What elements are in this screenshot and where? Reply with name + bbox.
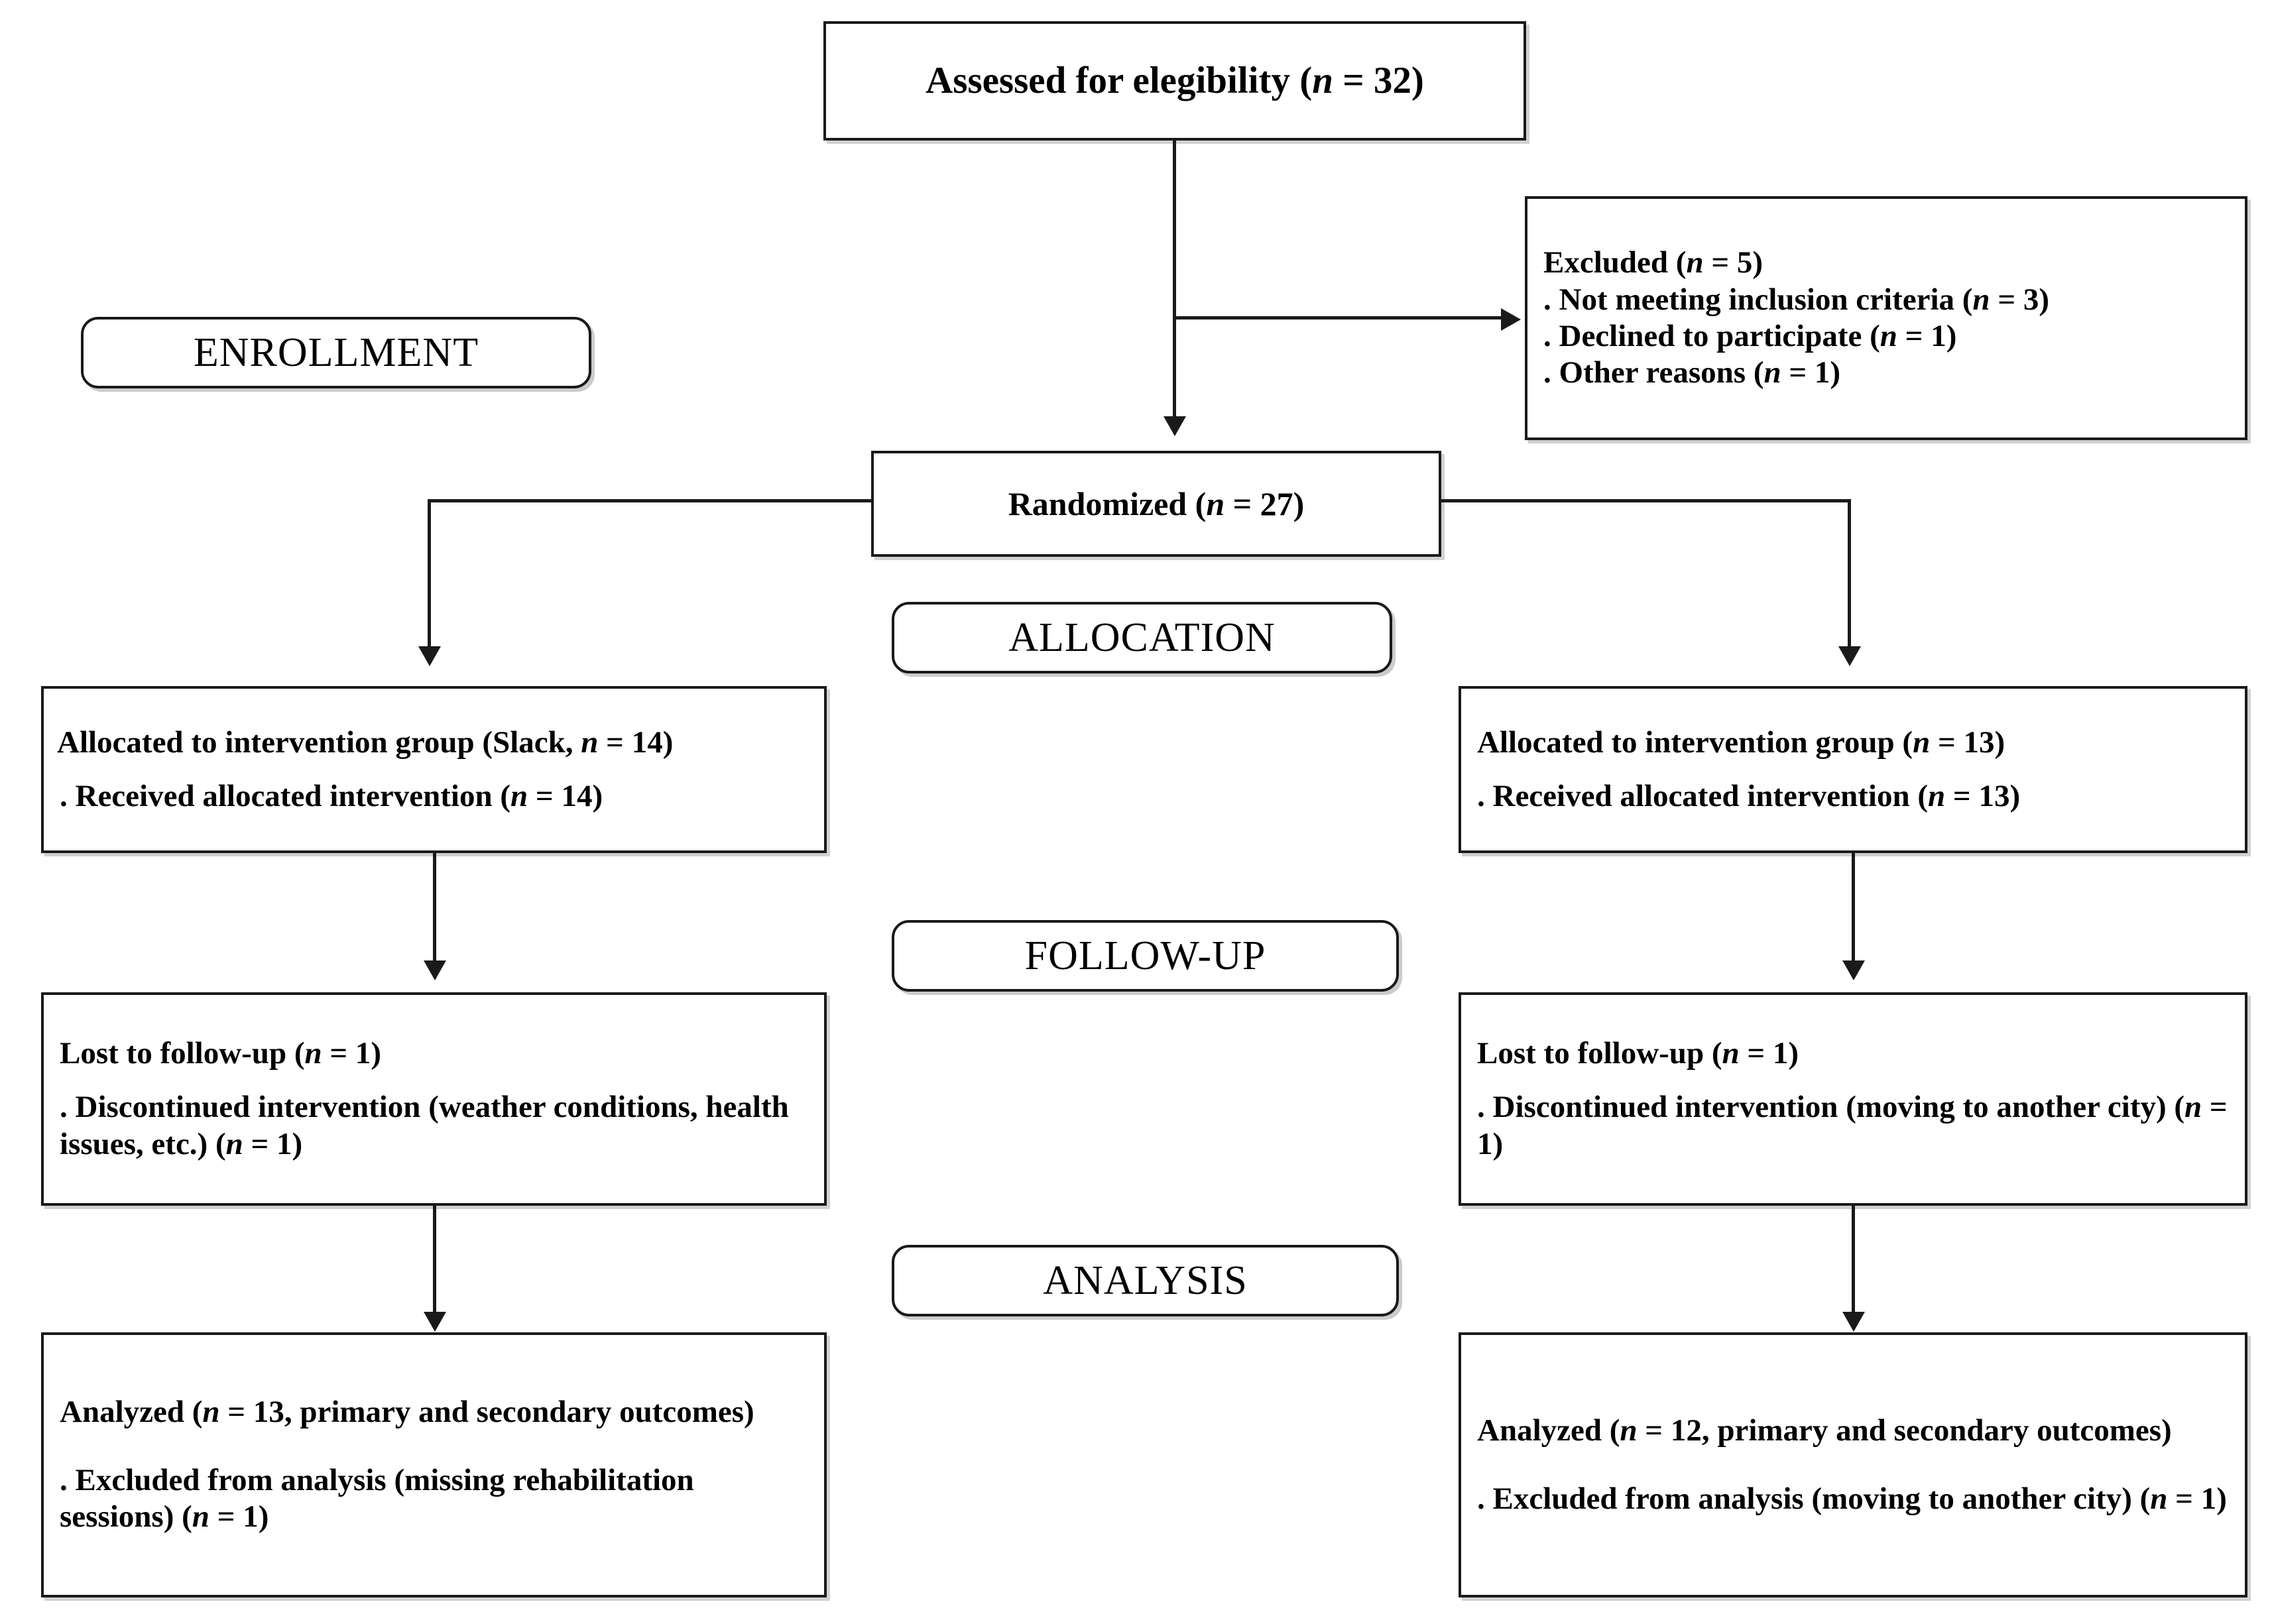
node-analyzed-left: Analyzed (n = 13, primary and secondary … (41, 1332, 827, 1597)
analysis-left-line-0: Analyzed (n = 13, primary and secondary … (60, 1395, 754, 1430)
connector-followup-to-analysis-left (433, 1206, 436, 1318)
stage-label-allocation: ALLOCATION (892, 602, 1392, 673)
alloc-right-line-0: Allocated to intervention group (n = 13) (1477, 725, 2005, 760)
excluded-line-1: . Not meeting inclusion criteria (n = 3) (1543, 282, 2049, 317)
followup-right-line-0: Lost to follow-up (n = 1) (1477, 1035, 1799, 1071)
excluded-line-0: Excluded (n = 5) (1543, 245, 1763, 280)
alloc-right-line-2: . Received allocated intervention (n = 1… (1477, 778, 2021, 813)
stage-label-followup: FOLLOW-UP (892, 920, 1399, 992)
arrowhead-assessed-to-excluded (1501, 308, 1521, 331)
node-lost-followup-left: Lost to follow-up (n = 1) . Discontinued… (41, 992, 827, 1206)
analysis-right-line-2: . Excluded from analysis (moving to anot… (1477, 1481, 2227, 1516)
arrowhead-assessed-to-randomized (1164, 416, 1186, 436)
arrowhead-alloc-to-followup-right (1842, 960, 1865, 980)
alloc-left-line-2: . Received allocated intervention (n = 1… (60, 778, 603, 813)
node-analyzed-right: Analyzed (n = 12, primary and secondary … (1459, 1332, 2247, 1597)
node-randomized: Randomized (n = 27) (871, 451, 1441, 557)
connector-alloc-to-followup-left (433, 853, 436, 967)
alloc-left-line-0: Allocated to intervention group (Slack, … (57, 725, 674, 760)
node-excluded: Excluded (n = 5) . Not meeting inclusion… (1525, 196, 2247, 440)
connector-randomized-left-vertical (428, 499, 431, 653)
connector-randomized-right-vertical (1848, 499, 1851, 653)
connector-randomized-right-horizontal (1439, 499, 1851, 502)
connector-followup-to-analysis-right (1852, 1206, 1855, 1318)
followup-label-text: FOLLOW-UP (1024, 933, 1266, 978)
node-allocated-left: Allocated to intervention group (Slack, … (41, 686, 827, 853)
connector-randomized-left-horizontal (428, 499, 873, 502)
followup-left-line-0: Lost to follow-up (n = 1) (60, 1035, 382, 1071)
connector-alloc-to-followup-right (1852, 853, 1855, 967)
followup-left-line-2: . Discontinued intervention (weather con… (60, 1090, 789, 1161)
arrowhead-randomized-to-alloc-left (418, 646, 441, 666)
stage-label-enrollment: ENROLLMENT (81, 317, 591, 388)
node-lost-followup-right: Lost to follow-up (n = 1) . Discontinued… (1459, 992, 2247, 1206)
node-allocated-right: Allocated to intervention group (n = 13)… (1459, 686, 2247, 853)
excluded-line-2: . Declined to participate (n = 1) (1543, 319, 1957, 353)
arrowhead-followup-to-analysis-left (424, 1312, 446, 1332)
connector-assessed-to-randomized (1173, 141, 1176, 426)
analysis-label-text: ANALYSIS (1043, 1257, 1248, 1303)
stage-label-analysis: ANALYSIS (892, 1245, 1399, 1316)
assessed-line-0: Assessed for elegibility (n = 32) (926, 60, 1424, 102)
arrowhead-alloc-to-followup-left (424, 960, 446, 980)
enrollment-label-text: ENROLLMENT (193, 329, 479, 375)
excluded-line-3: . Other reasons (n = 1) (1543, 355, 1841, 390)
connector-assessed-to-excluded (1173, 316, 1511, 319)
randomized-line-0: Randomized (n = 27) (1008, 485, 1305, 522)
arrowhead-followup-to-analysis-right (1842, 1312, 1865, 1332)
node-assessed-for-eligibility: Assessed for elegibility (n = 32) (823, 21, 1526, 141)
allocation-label-text: ALLOCATION (1008, 614, 1276, 660)
arrowhead-randomized-to-alloc-right (1838, 646, 1861, 666)
analysis-left-line-2: . Excluded from analysis (missing rehabi… (60, 1462, 694, 1535)
followup-right-line-2: . Discontinued intervention (moving to a… (1477, 1090, 2228, 1161)
analysis-right-line-0: Analyzed (n = 12, primary and secondary … (1477, 1413, 2172, 1448)
